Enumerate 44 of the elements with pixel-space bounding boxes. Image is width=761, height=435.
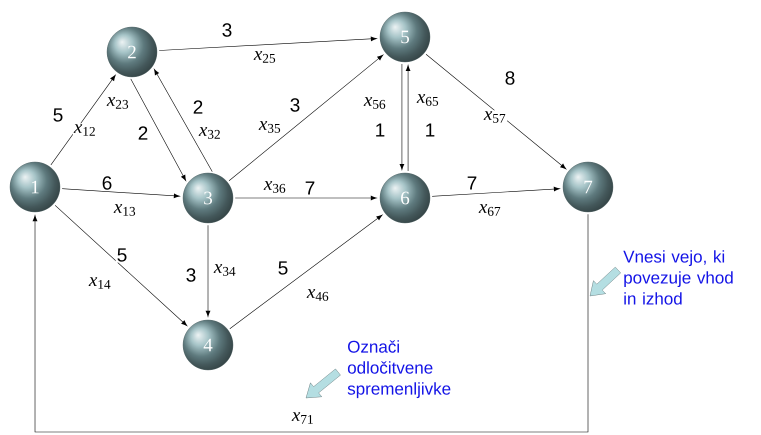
edge-label: 3 bbox=[220, 22, 234, 38]
variable-label: x$_{23}$ bbox=[106, 96, 130, 110]
arrow bbox=[130, 78, 186, 181]
edge-label: 5 bbox=[276, 260, 290, 276]
edge-label: 2 bbox=[136, 125, 150, 141]
edge-label: 7 bbox=[466, 175, 478, 191]
variable-label: x$_{13}$ bbox=[112, 203, 138, 217]
variable-label: x$_{12}$ bbox=[72, 123, 98, 137]
arrow bbox=[406, 65, 410, 172]
edge-label: 5 bbox=[116, 247, 128, 263]
arrow bbox=[62, 188, 180, 198]
variable-label: x$_{57}$ bbox=[482, 110, 508, 124]
variable-label: x$_{56}$ bbox=[362, 96, 388, 110]
variable-label: x$_{36}$ bbox=[262, 180, 288, 194]
note-text: Označi odločitvene spremenljivke bbox=[348, 340, 450, 398]
variable-label: x$_{65}$ bbox=[416, 93, 440, 107]
arrow bbox=[154, 69, 213, 172]
edge-label: 1 bbox=[374, 122, 386, 138]
edge-label: 3 bbox=[184, 267, 198, 283]
edge-label: 6 bbox=[100, 175, 114, 191]
arrow bbox=[158, 36, 377, 51]
variable-label: x$_{67}$ bbox=[478, 203, 502, 217]
variable-label: x$_{46}$ bbox=[306, 288, 330, 302]
arrow bbox=[234, 196, 377, 200]
arrow bbox=[32, 214, 588, 432]
variable-label: x$_{71}$ bbox=[290, 411, 316, 425]
variable-label: x$_{34}$ bbox=[212, 263, 238, 277]
edge-label: 2 bbox=[192, 99, 204, 115]
edge-label: 7 bbox=[304, 180, 316, 196]
arrow bbox=[432, 186, 560, 197]
variable-label: x$_{14}$ bbox=[88, 276, 112, 290]
edge-label: 1 bbox=[424, 122, 436, 138]
variable-label: x$_{35}$ bbox=[258, 120, 282, 134]
arrow bbox=[228, 54, 384, 182]
arrow bbox=[54, 205, 188, 326]
arrow bbox=[206, 224, 210, 317]
arrow bbox=[426, 54, 566, 170]
edge-label: 3 bbox=[288, 97, 302, 113]
arrow bbox=[230, 214, 382, 330]
edge-label: 8 bbox=[504, 70, 516, 86]
arrow bbox=[400, 64, 404, 170]
variable-label: x$_{25}$ bbox=[252, 50, 278, 64]
edge-label: 5 bbox=[52, 107, 64, 123]
variable-label: x$_{32}$ bbox=[198, 126, 222, 140]
